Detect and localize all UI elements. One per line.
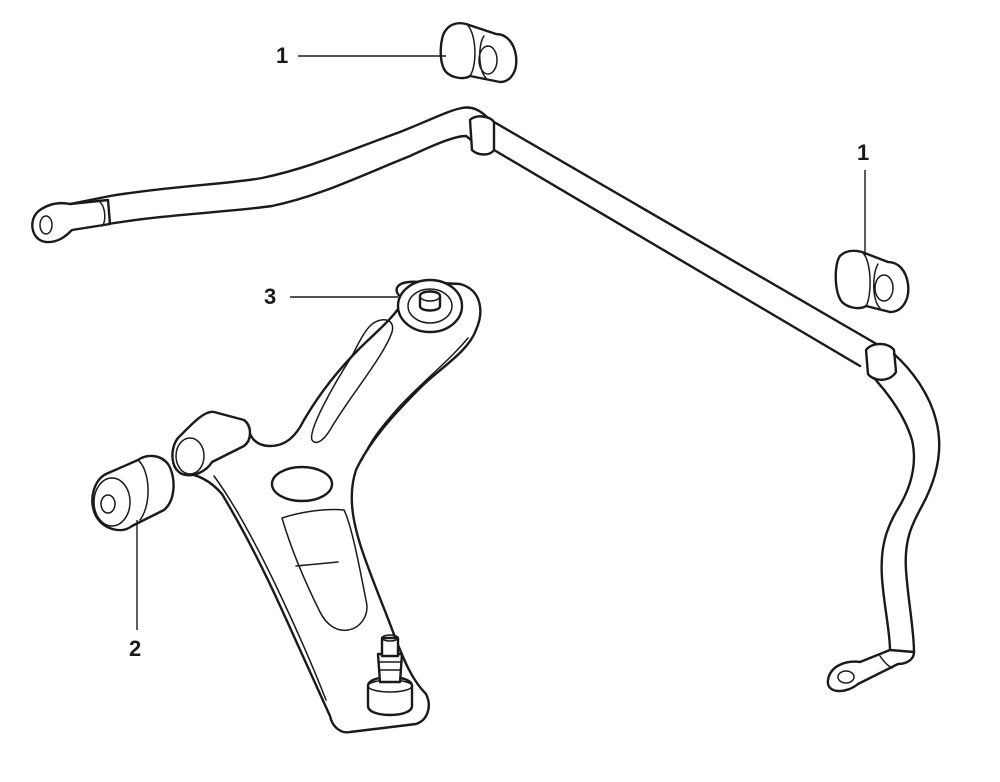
stabilizer-bushing-right xyxy=(834,249,910,314)
callout-3: 3 xyxy=(264,284,277,309)
lower-control-arm xyxy=(171,278,482,734)
callout-1-upper: 1 xyxy=(276,43,289,68)
leader-lines xyxy=(136,55,866,630)
callout-2: 2 xyxy=(129,636,142,661)
stabilizer-bar xyxy=(31,106,941,693)
stabilizer-bushing-upper xyxy=(439,22,518,84)
rear-control-arm-bushing xyxy=(91,454,175,532)
callout-1-right: 1 xyxy=(857,140,870,165)
